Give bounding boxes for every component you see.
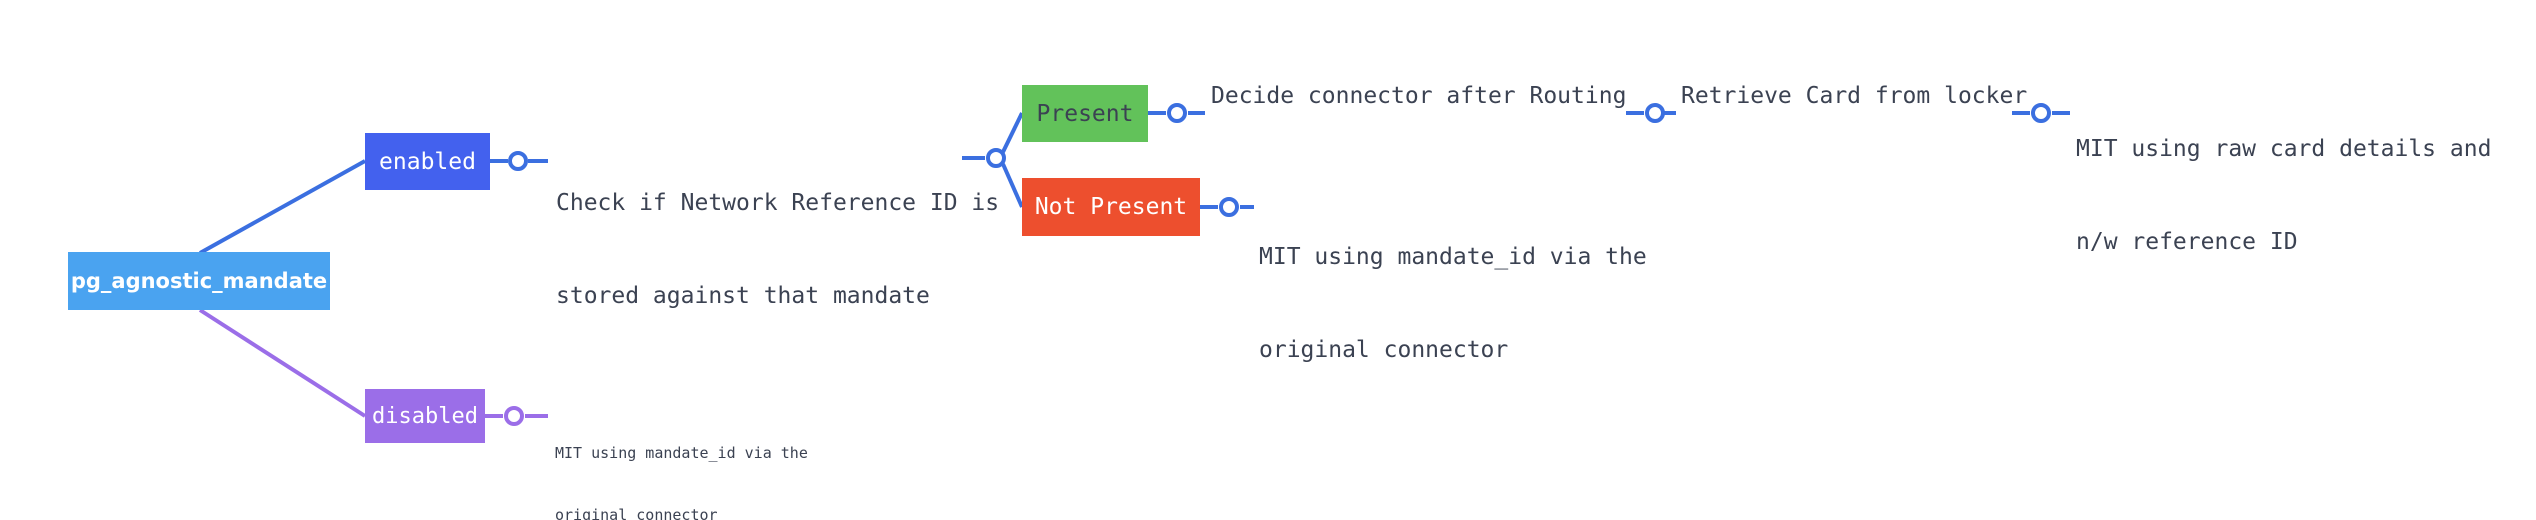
leaf-mit-mandate-id-original-connector: MIT using mandate_id via the original co… [1259, 180, 1647, 428]
node-not-present-label: Not Present [1034, 194, 1188, 220]
node-pg-agnostic-mandate[interactable]: pg_agnostic_mandate [68, 252, 330, 310]
leaf-disabled-mit-mandate-id: MIT using mandate_id via the original co… [555, 402, 808, 520]
node-enabled-label: enabled [379, 148, 476, 175]
edge-root-to-disabled [198, 308, 367, 418]
edge-root-to-enabled [199, 159, 366, 255]
node-disabled[interactable]: disabled [365, 389, 485, 443]
leaf-disabledmit-line2: original connector [555, 506, 718, 520]
node-present-label: Present [1036, 100, 1134, 127]
edge-branch-to-not-present [1001, 163, 1024, 208]
leaf-rawcard-line1: MIT using raw card details and [2076, 136, 2492, 163]
node-not-present[interactable]: Not Present [1022, 178, 1200, 236]
node-disabled-label: disabled [372, 403, 478, 429]
connector-dot-disabled [504, 406, 524, 426]
leaf-check-network-reference-id: Check if Network Reference ID is stored … [556, 126, 999, 374]
leaf-mit-raw-card-details: MIT using raw card details and n/w refer… [2076, 72, 2491, 320]
leaf-check-line1: Check if Network Reference ID is [556, 190, 1000, 217]
connector-dot-decide [1645, 103, 1665, 123]
leaf-disabledmit-line1: MIT using mandate_id via the [555, 444, 808, 463]
leaf-retrieve-card-from-locker: Retrieve Card from locker [1681, 83, 2028, 109]
connector-dot-enabled [508, 151, 528, 171]
leaf-rawcard-line2: n/w reference ID [2076, 229, 2298, 256]
connector-dot-present [1167, 103, 1187, 123]
node-enabled[interactable]: enabled [365, 133, 490, 190]
edge-branch-to-present [1001, 112, 1024, 153]
leaf-mitorig-line1: MIT using mandate_id via the [1259, 244, 1647, 271]
connector-dot-not-present [1219, 197, 1239, 217]
node-root-label: pg_agnostic_mandate [70, 269, 328, 293]
leaf-decide-connector-after-routing: Decide connector after Routing [1211, 83, 1627, 109]
node-present[interactable]: Present [1022, 85, 1148, 142]
leaf-check-line2: stored against that mandate [556, 283, 930, 310]
connector-dot-retrieve [2031, 103, 2051, 123]
leaf-mitorig-line2: original connector [1259, 337, 1509, 364]
